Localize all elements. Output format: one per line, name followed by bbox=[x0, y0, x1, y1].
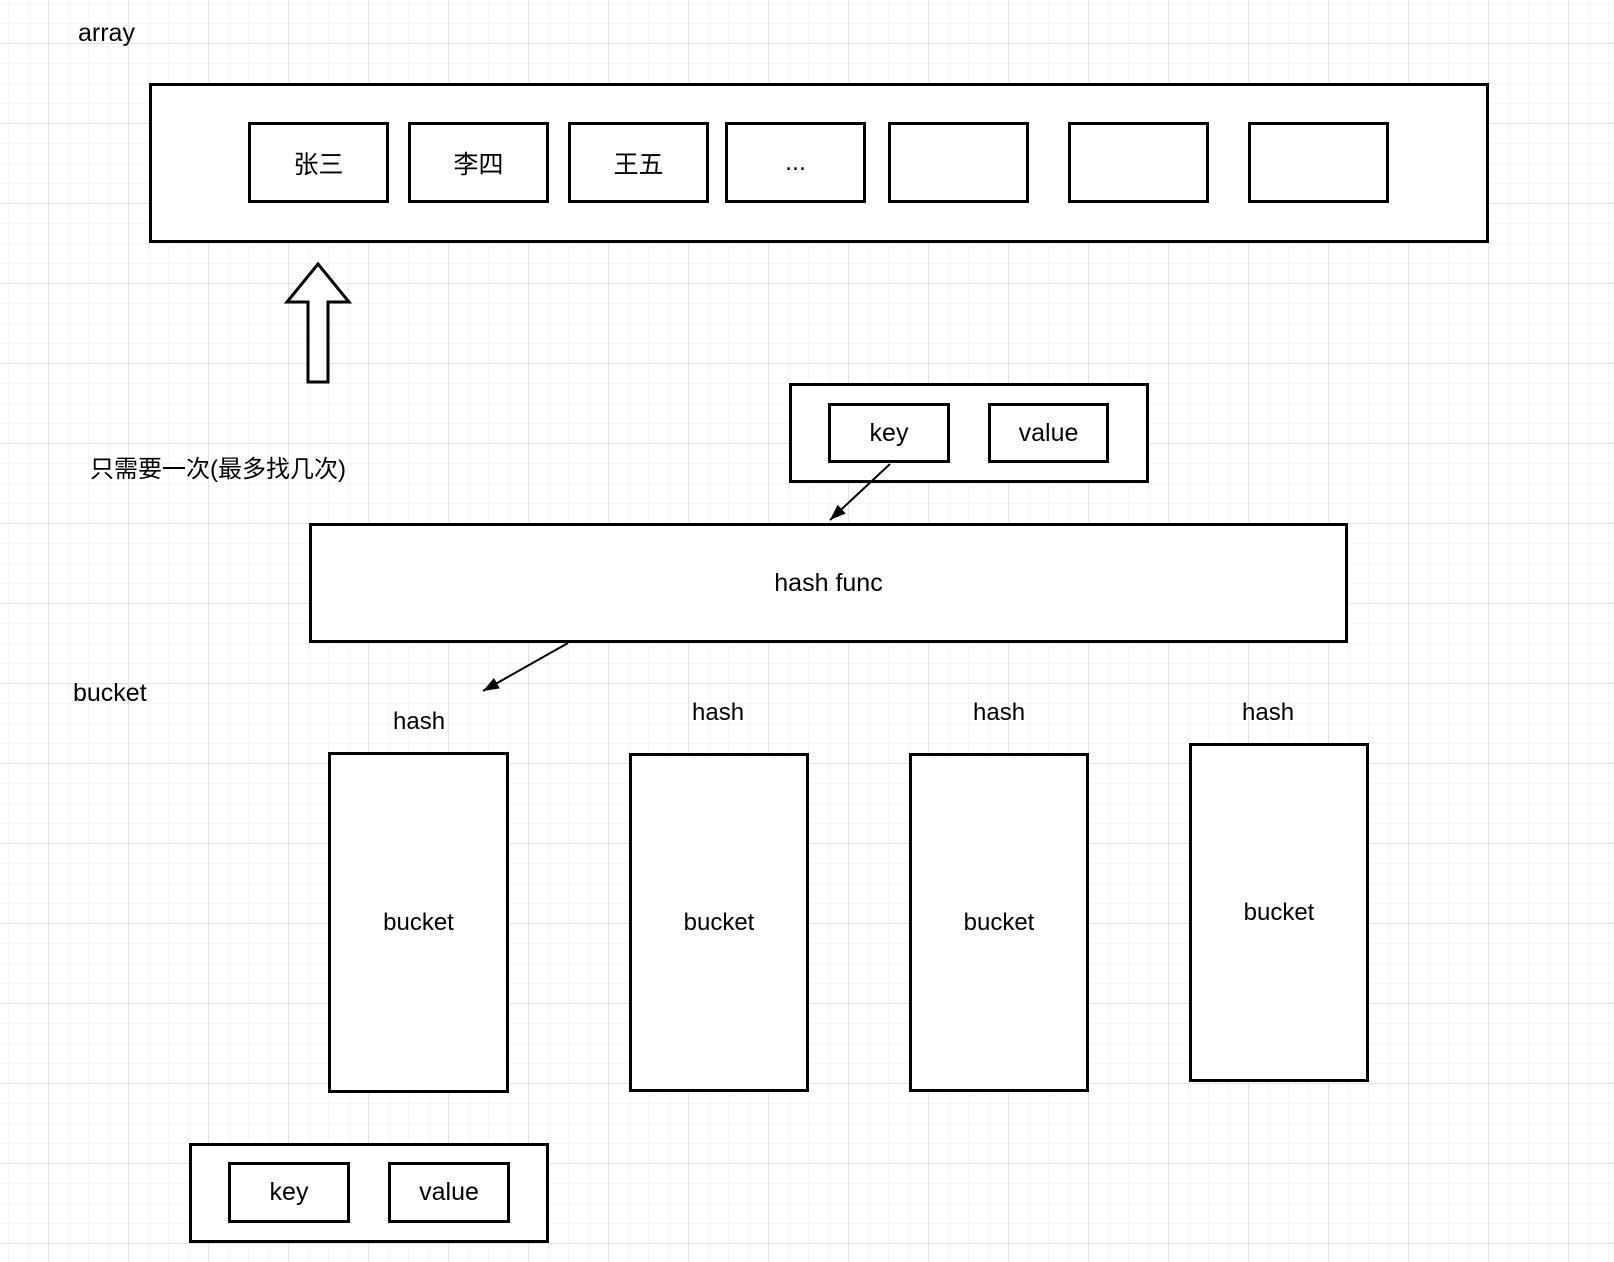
hash-func-label: hash func bbox=[774, 568, 883, 597]
array-cell: 张三 bbox=[248, 122, 389, 203]
hash-func-box: hash func bbox=[309, 523, 1348, 643]
bucket-hash-label: hash bbox=[973, 699, 1026, 726]
value-label: value bbox=[419, 1178, 479, 1206]
array-cell-text: 李四 bbox=[453, 150, 504, 179]
kv-pair-top-container: key value bbox=[789, 383, 1149, 483]
array-cell: 王五 bbox=[568, 122, 709, 203]
bucket-box: bucket bbox=[328, 752, 509, 1093]
bucket-box: bucket bbox=[1189, 743, 1369, 1082]
kv-pair-bottom-container: key value bbox=[189, 1143, 549, 1243]
value-box: value bbox=[988, 403, 1109, 463]
value-label: value bbox=[1018, 418, 1079, 447]
array-cell-text: 王五 bbox=[613, 150, 664, 179]
array-section-label: array bbox=[78, 19, 135, 47]
note-text: 只需要一次(最多找几次) bbox=[90, 456, 346, 483]
array-container: 张三 李四 王五 ... bbox=[149, 83, 1489, 243]
bucket-hash-label: hash bbox=[692, 699, 745, 726]
array-cell bbox=[1248, 122, 1389, 203]
bucket-hash-label: hash bbox=[1242, 699, 1295, 726]
bucket-box: bucket bbox=[909, 753, 1089, 1092]
array-cell bbox=[1068, 122, 1209, 203]
hashfunc-to-bucket-arrow bbox=[482, 642, 569, 692]
bucket-section-label: bucket bbox=[73, 679, 147, 707]
array-cell-text: ... bbox=[785, 148, 806, 176]
key-box: key bbox=[228, 1162, 350, 1223]
bucket-box: bucket bbox=[629, 753, 809, 1092]
key-box: key bbox=[828, 403, 950, 463]
bucket-box-label: bucket bbox=[1243, 898, 1315, 926]
key-label: key bbox=[269, 1178, 309, 1206]
up-block-arrow bbox=[283, 261, 353, 384]
array-cell: 李四 bbox=[408, 122, 549, 203]
array-cell bbox=[888, 122, 1029, 203]
bucket-box-label: bucket bbox=[963, 908, 1035, 936]
array-cell-text: 张三 bbox=[293, 150, 344, 179]
array-cell: ... bbox=[725, 122, 866, 203]
key-label: key bbox=[869, 418, 909, 447]
bucket-hash-label: hash bbox=[393, 708, 446, 735]
value-box: value bbox=[388, 1162, 510, 1223]
bucket-box-label: bucket bbox=[383, 908, 454, 936]
bucket-box-label: bucket bbox=[683, 908, 755, 936]
